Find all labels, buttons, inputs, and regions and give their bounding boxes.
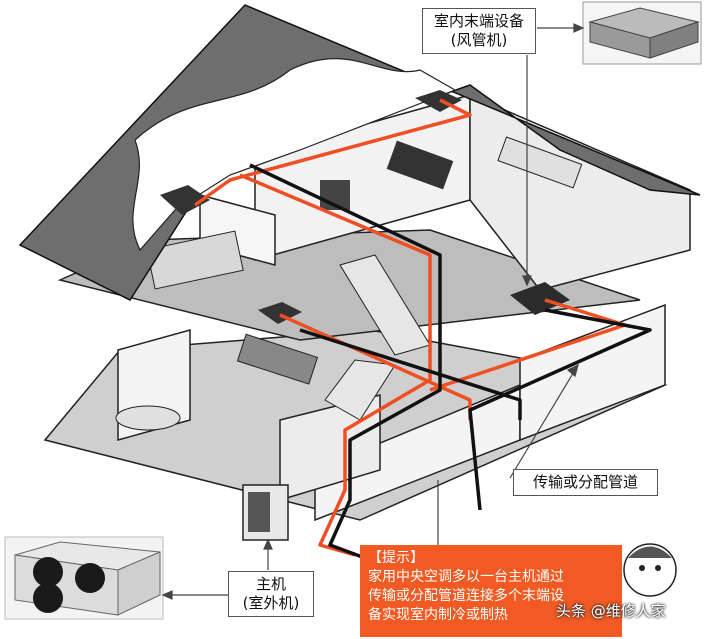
tip-line-3: 备实现室内制冷或制热 [368, 607, 508, 623]
indoor-unit-photo [582, 1, 702, 65]
pipelines [193, 98, 652, 560]
duct-unit-left [160, 185, 210, 215]
pipeline-label-text: 传输或分配管道 [532, 473, 638, 491]
pipe-orange-upper [193, 98, 472, 207]
outdoor-unit-photo [4, 536, 164, 620]
tip-title: 【提示】 [368, 550, 424, 566]
ground-sofa [236, 333, 319, 385]
sofa [386, 140, 454, 190]
indoor-unit-label-line2: (风管机) [450, 31, 508, 49]
outdoor-unit-label: 主机 (室外机) [228, 571, 314, 617]
pipe-orange-main [239, 173, 432, 557]
tip-box: 【提示】 家用中央空调多以一台主机通过 传输或分配管道连接多个末端设 备实现室内… [360, 545, 622, 637]
pipe-black-right [468, 308, 652, 511]
roof-cutaway [132, 58, 457, 252]
bed [146, 230, 244, 290]
pipeline-label: 传输或分配管道 [513, 469, 658, 496]
leader-lines [161, 23, 585, 600]
indoor-unit-label-line1: 室内末端设备 [433, 12, 524, 30]
duct-unit-rear [415, 90, 462, 112]
ground-floor-right-wall [519, 303, 666, 442]
outdoor-unit-label-line1: 主机 [255, 575, 286, 593]
indoor-unit-label: 室内末端设备 (风管机) [422, 8, 536, 54]
duct-unit-center [258, 302, 302, 324]
outdoor-unit-label-line2: (室外机) [242, 594, 300, 612]
outdoor-unit-grille [248, 492, 270, 532]
tip-line-1: 家用中央空调多以一台主机通过 [368, 569, 564, 585]
duct-unit-right [510, 282, 570, 315]
shelf [497, 136, 583, 189]
pipe-black-down [299, 328, 522, 420]
round-table [115, 405, 181, 431]
tip-line-2: 传输或分配管道连接多个末端设 [368, 588, 564, 604]
cartoon-person-icon [623, 543, 677, 597]
watermark: 头条 @维修人家 [556, 602, 666, 620]
pipe-black-main [249, 163, 442, 560]
roof [18, 4, 701, 301]
